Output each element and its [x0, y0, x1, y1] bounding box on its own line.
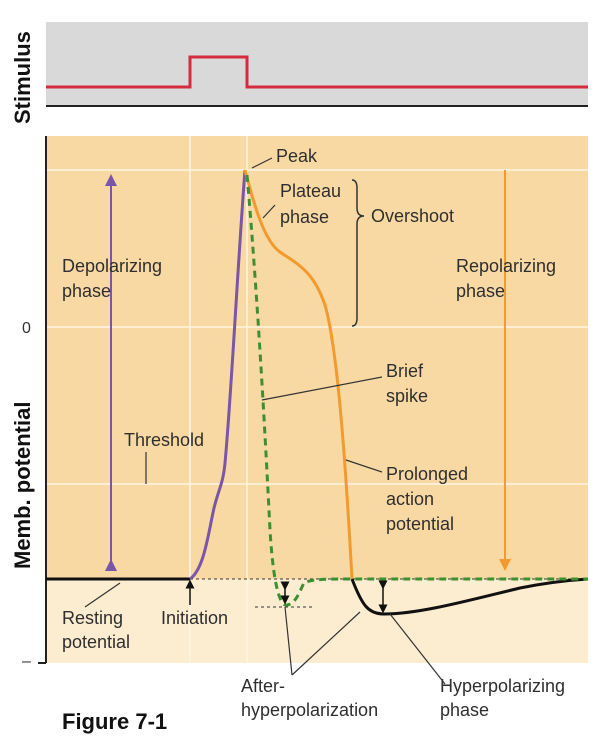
label-peak: Peak [276, 146, 318, 166]
label-depolarizing-line1: Depolarizing [62, 256, 162, 276]
label-initiation: Initiation [161, 608, 228, 628]
overshoot-brace [351, 179, 365, 327]
brief-spike-leader [261, 376, 383, 401]
peak-leader [251, 157, 273, 169]
figure-caption: Figure 7-1 [62, 709, 167, 734]
label-after-line1: After- [241, 676, 285, 696]
label-plateau-line2: phase [280, 207, 329, 227]
label-resting-line1: Resting [62, 608, 123, 628]
label-brief-line1: Brief [386, 361, 424, 381]
y-tick-minus: – [22, 653, 31, 670]
y-axis-label: Memb. potential [10, 402, 35, 569]
after-hyper-leader-1 [284, 606, 293, 676]
depolarizing-trace [188, 169, 247, 581]
label-plateau-line1: Plateau [280, 181, 341, 201]
stimulus-panel [46, 22, 588, 106]
label-after-line2: hyperpolarization [241, 700, 378, 720]
label-resting-line2: potential [62, 632, 130, 652]
repolarizing-trace [243, 169, 354, 580]
label-depolarizing-line2: phase [62, 281, 111, 301]
label-prolonged-line2: action [386, 489, 434, 509]
y-tick-zero: 0 [22, 320, 31, 337]
label-brief-line2: spike [386, 386, 428, 406]
stimulus-trace [46, 55, 588, 89]
resting-leader [84, 582, 121, 608]
label-overshoot: Overshoot [371, 206, 454, 226]
hyper-phase-leader [389, 613, 446, 685]
label-hyper-line2: phase [440, 700, 489, 720]
plot-upper-area [46, 136, 588, 579]
after-hyper-leader-2 [291, 611, 361, 676]
prolonged-leader [345, 459, 383, 473]
brief-spike-trace [245, 174, 588, 607]
plateau-leader [262, 204, 276, 219]
label-prolonged-line1: Prolonged [386, 464, 468, 484]
label-threshold: Threshold [124, 430, 204, 450]
label-prolonged-line3: potential [386, 514, 454, 534]
label-repolarizing-line2: phase [456, 281, 505, 301]
label-hyper-line1: Hyperpolarizing [440, 676, 565, 696]
hyperpolarizing-trace [350, 577, 589, 616]
stimulus-axis-label: Stimulus [10, 31, 35, 124]
label-repolarizing-line1: Repolarizing [456, 256, 556, 276]
